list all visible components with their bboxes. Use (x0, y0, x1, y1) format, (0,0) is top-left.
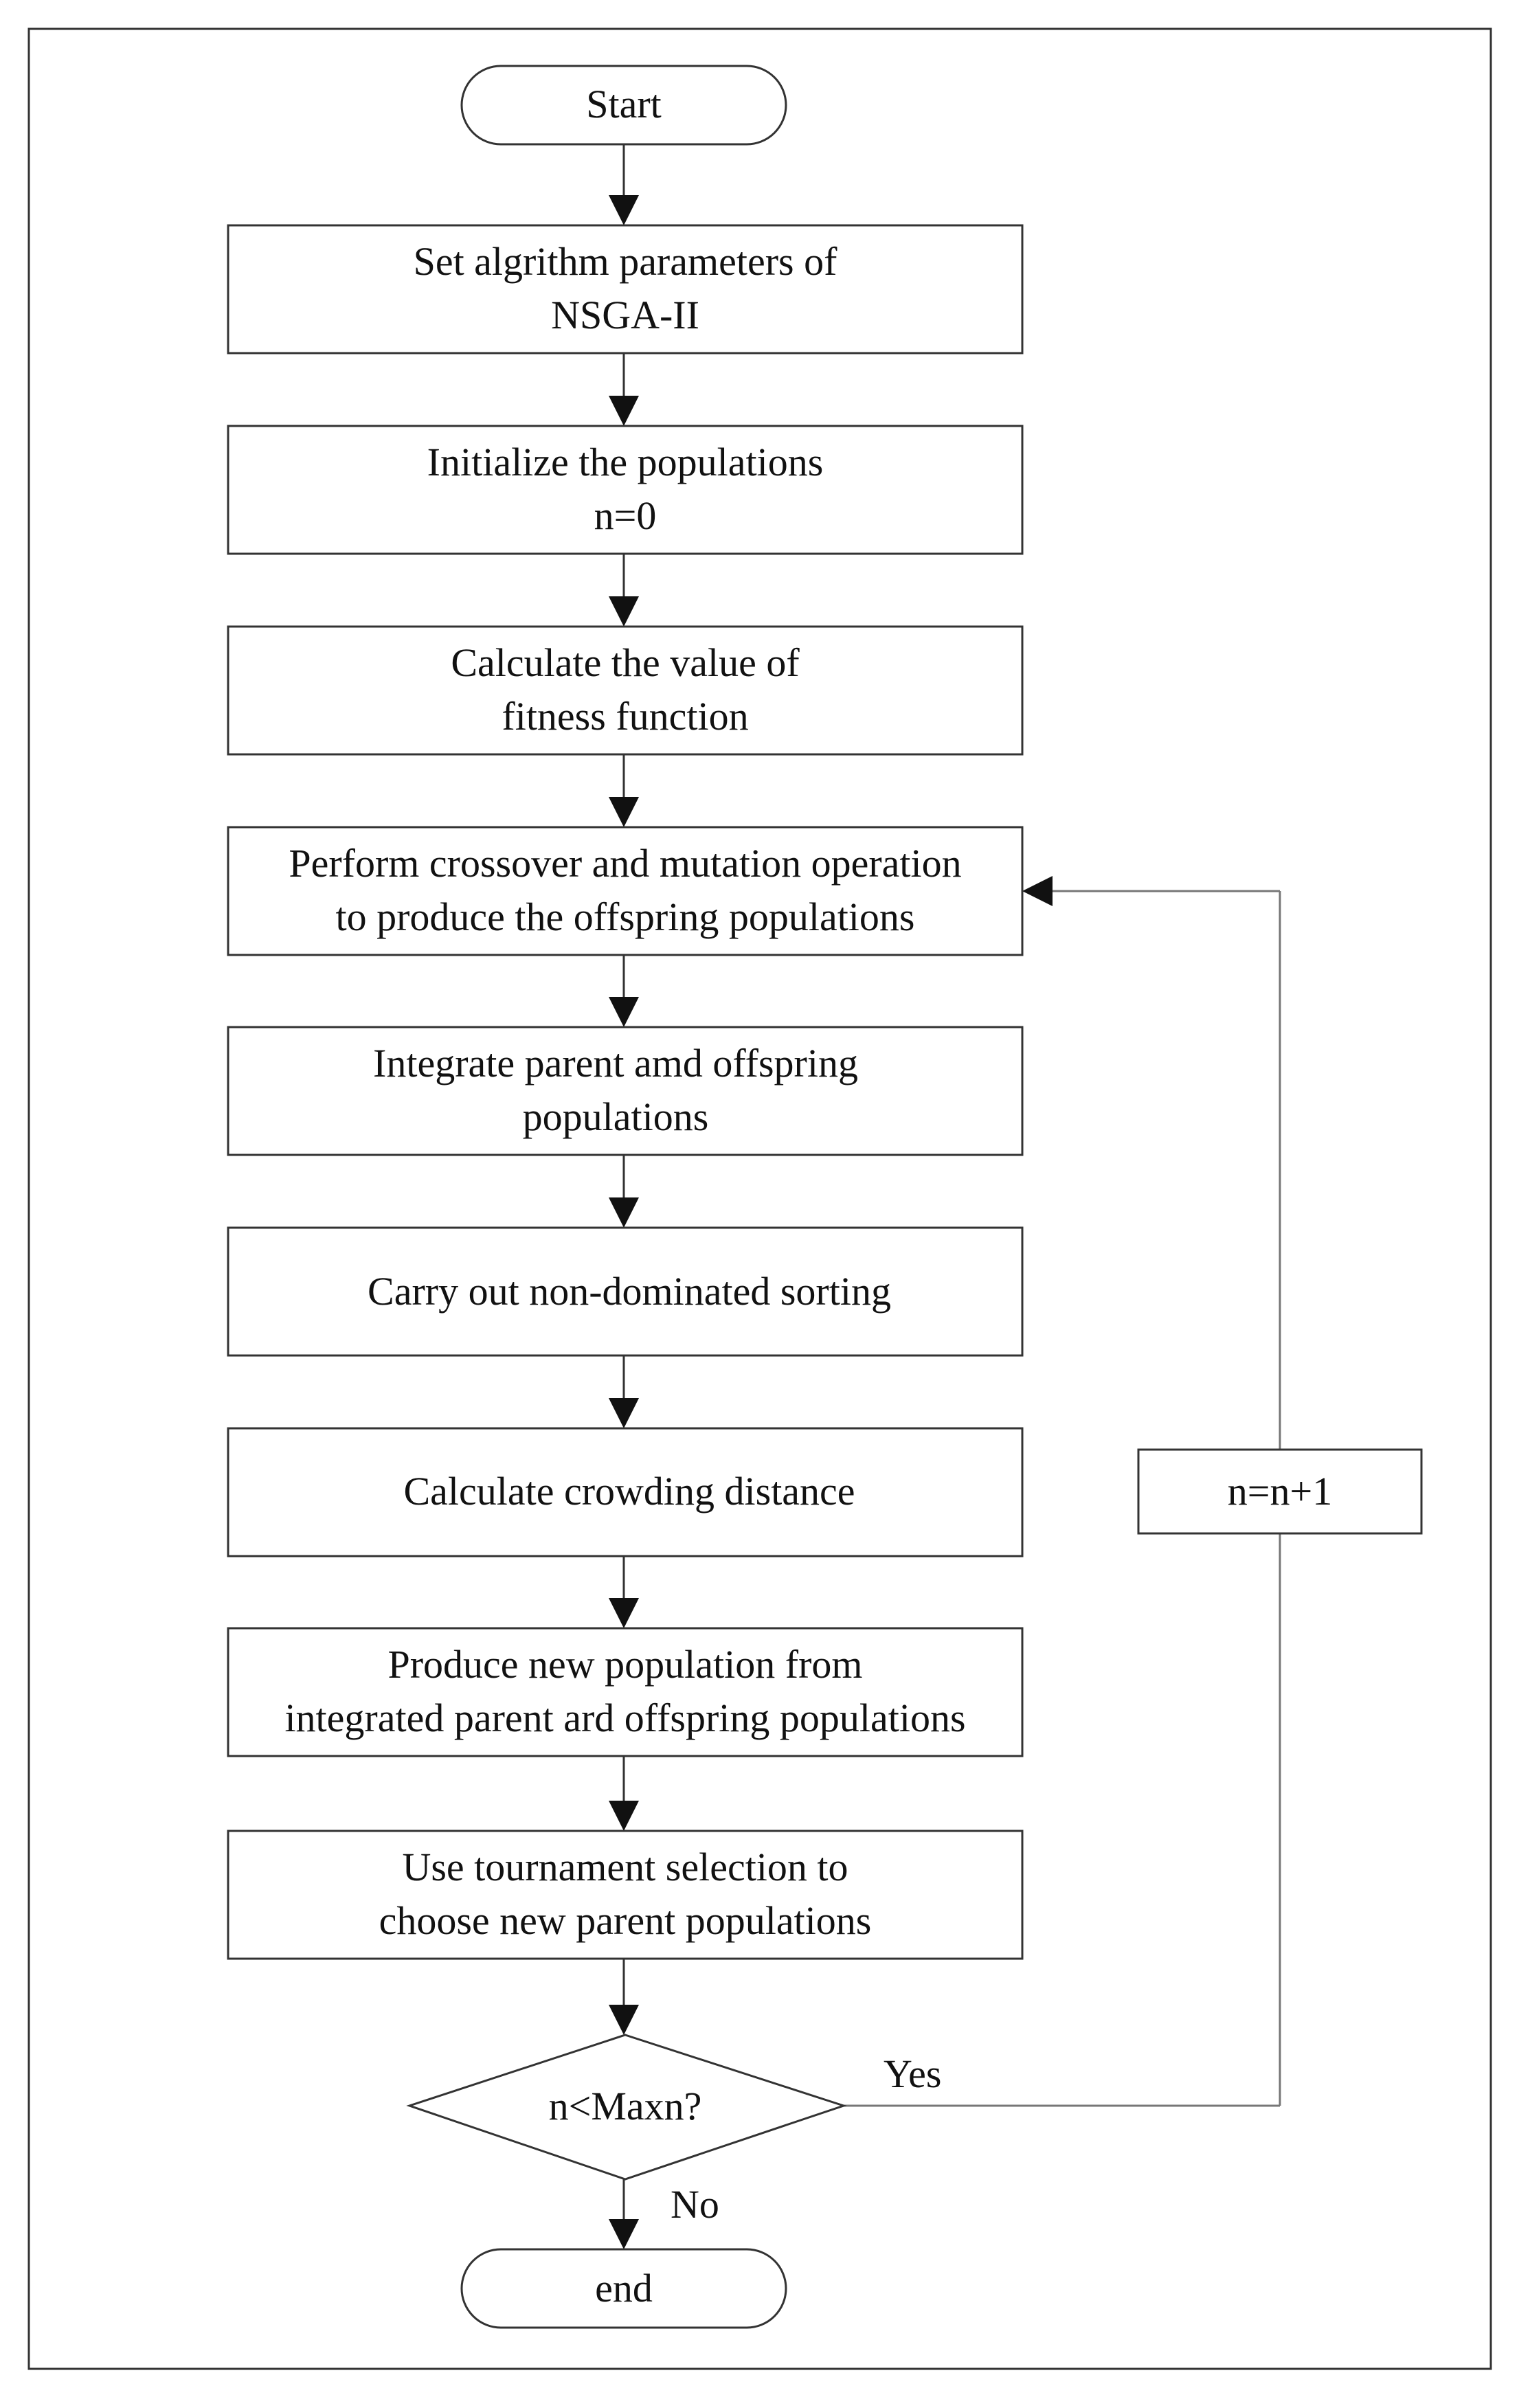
decision-diamond: n<Maxn? (406, 2034, 847, 2181)
step-8-line-2: integrated parent ard offspring populati… (284, 1696, 965, 1740)
connectors (609, 144, 1281, 2249)
end-label: end (595, 2266, 653, 2310)
step-2-line-2: n=0 (594, 493, 657, 538)
step-9-line-1: Use tournament selection to (402, 1845, 848, 1889)
step-8-line-1: Produce new population from (387, 1642, 862, 1687)
increment-box: n=n+1 (1137, 1448, 1423, 1535)
step-4-line-2: to produce the offspring populations (335, 894, 914, 939)
step-4-line-1: Perform crossover and mutation operation (289, 841, 961, 886)
step-2-line-1: Initialize the populations (427, 440, 824, 484)
step-3-line-1: Calculate the value of (451, 640, 800, 685)
step-5-line-2: populations (523, 1094, 709, 1139)
process-step-5: Integrate parent amd offspring populatio… (227, 1026, 1024, 1156)
step-7-line-1: Calculate crowding distance (403, 1469, 855, 1514)
process-step-3: Calculate the value of fitness function (227, 625, 1024, 756)
increment-label: n=n+1 (1228, 1469, 1332, 1514)
process-step-8: Produce new population from integrated p… (227, 1627, 1024, 1757)
diagram-frame (27, 27, 1492, 2370)
process-step-6: Carry out non-dominated sorting (227, 1226, 1024, 1357)
process-step-1: Set algrithm parameters of NSGA-II (227, 224, 1024, 355)
end-terminal: end (460, 2248, 787, 2329)
step-3-line-2: fitness function (502, 694, 748, 739)
step-1-line-1: Set algrithm parameters of (414, 239, 838, 284)
start-terminal: Start (460, 65, 787, 146)
process-step-9: Use tournament selection to choose new p… (227, 1830, 1024, 1960)
step-9-line-2: choose new parent populations (379, 1898, 872, 1943)
yes-label: Yes (884, 2051, 941, 2096)
no-label: No (671, 2182, 719, 2227)
step-5-line-1: Integrate parent amd offspring (373, 1041, 858, 1085)
step-1-line-2: NSGA-II (551, 293, 699, 337)
start-label: Start (586, 82, 662, 126)
step-6-line-1: Carry out non-dominated sorting (368, 1269, 891, 1314)
decision-label: n<Maxn? (549, 2084, 702, 2128)
process-step-2: Initialize the populations n=0 (227, 425, 1024, 555)
process-step-4: Perform crossover and mutation operation… (227, 826, 1024, 956)
process-step-7: Calculate crowding distance (227, 1427, 1024, 1557)
